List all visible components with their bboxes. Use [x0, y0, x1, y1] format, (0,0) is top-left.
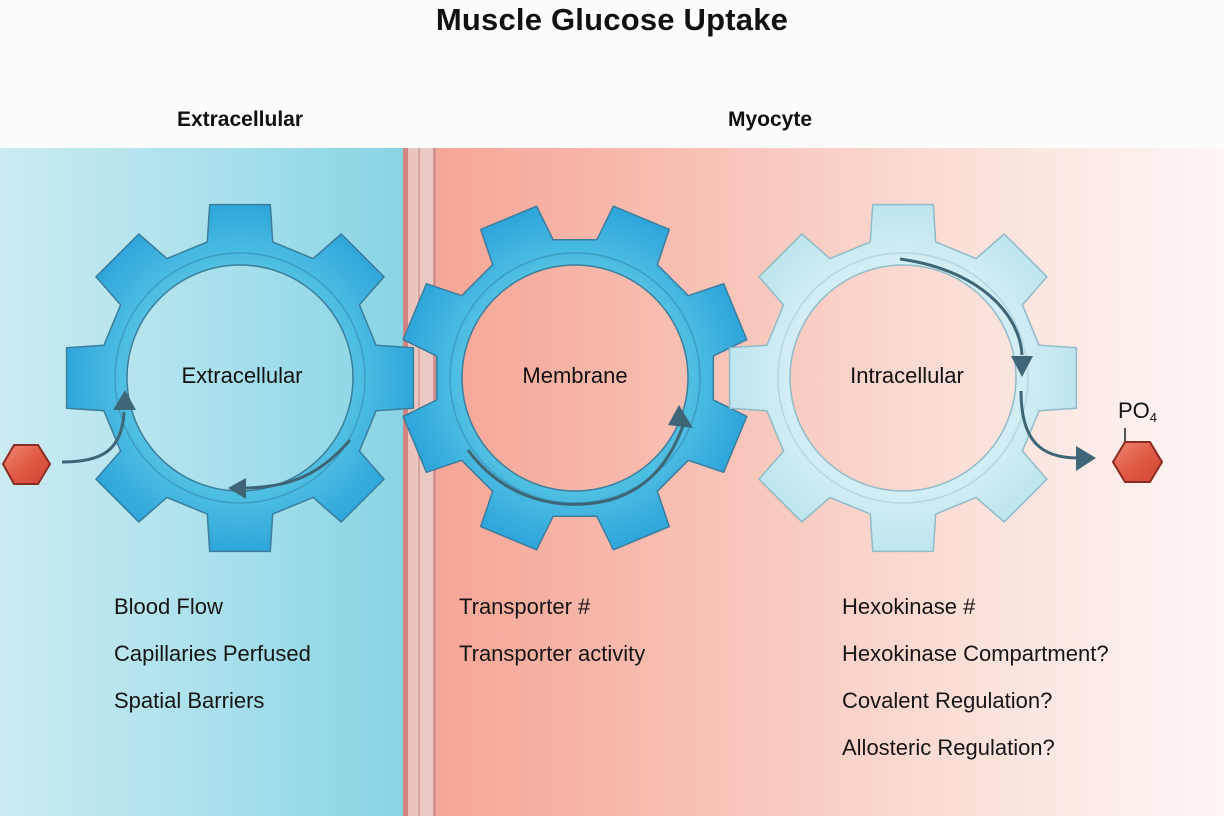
region-label-myocyte: Myocyte	[727, 108, 813, 131]
phosphorylation-arrow	[1019, 390, 1079, 460]
phosphate-label: PO4	[1118, 398, 1157, 431]
diagram-title: Muscle Glucose Uptake	[435, 2, 789, 37]
gear-label-intracellular: Intracellular	[850, 363, 964, 388]
extracellular-rotation-arrow	[245, 439, 352, 490]
gear-label-extracellular: Extracellular	[181, 363, 303, 388]
membrane-factors: Transporter # Transporter activity	[459, 583, 645, 677]
phosphate-subscript: 4	[1149, 410, 1158, 425]
factor-item: Hexokinase Compartment?	[842, 641, 1109, 666]
gear-inner-ring	[114, 252, 366, 504]
extracellular-factors: Blood Flow Capillaries Perfused Spatial …	[114, 583, 311, 724]
gear-extracellular	[65, 203, 415, 553]
factor-item: Transporter #	[459, 594, 591, 619]
gear-intracellular	[728, 203, 1078, 553]
factor-item: Covalent Regulation?	[842, 688, 1053, 713]
arrow-head-icon	[668, 405, 693, 428]
factor-item: Allosteric Regulation?	[842, 735, 1055, 760]
factor-item: Spatial Barriers	[114, 688, 265, 713]
arrow-head-icon	[113, 390, 136, 410]
arrow-head-icon	[1076, 446, 1096, 471]
arrow-head-icon	[1011, 356, 1033, 377]
intracellular-factors: Hexokinase # Hexokinase Compartment? Cov…	[842, 583, 1109, 771]
factor-item: Capillaries Perfused	[114, 641, 311, 666]
factor-item: Transporter activity	[459, 641, 646, 666]
factor-item: Hexokinase #	[842, 594, 976, 619]
gear-label-membrane: Membrane	[522, 363, 628, 388]
glucose-entry-arrow	[61, 411, 126, 464]
phosphate-text: PO	[1118, 398, 1150, 423]
gear-body	[65, 203, 415, 553]
gear-inner-ring	[777, 252, 1029, 504]
gear-body	[728, 203, 1078, 553]
cell-membrane	[403, 148, 441, 816]
intracellular-rotation-arrow	[899, 257, 1024, 356]
arrow-head-icon	[228, 478, 246, 499]
glucose-molecule-icon	[1, 444, 52, 485]
factor-item: Blood Flow	[114, 594, 223, 619]
region-label-extracellular: Extracellular	[176, 108, 304, 131]
glucose-6-phosphate-icon	[1111, 441, 1164, 483]
membrane-rotation-arrow	[466, 419, 687, 506]
